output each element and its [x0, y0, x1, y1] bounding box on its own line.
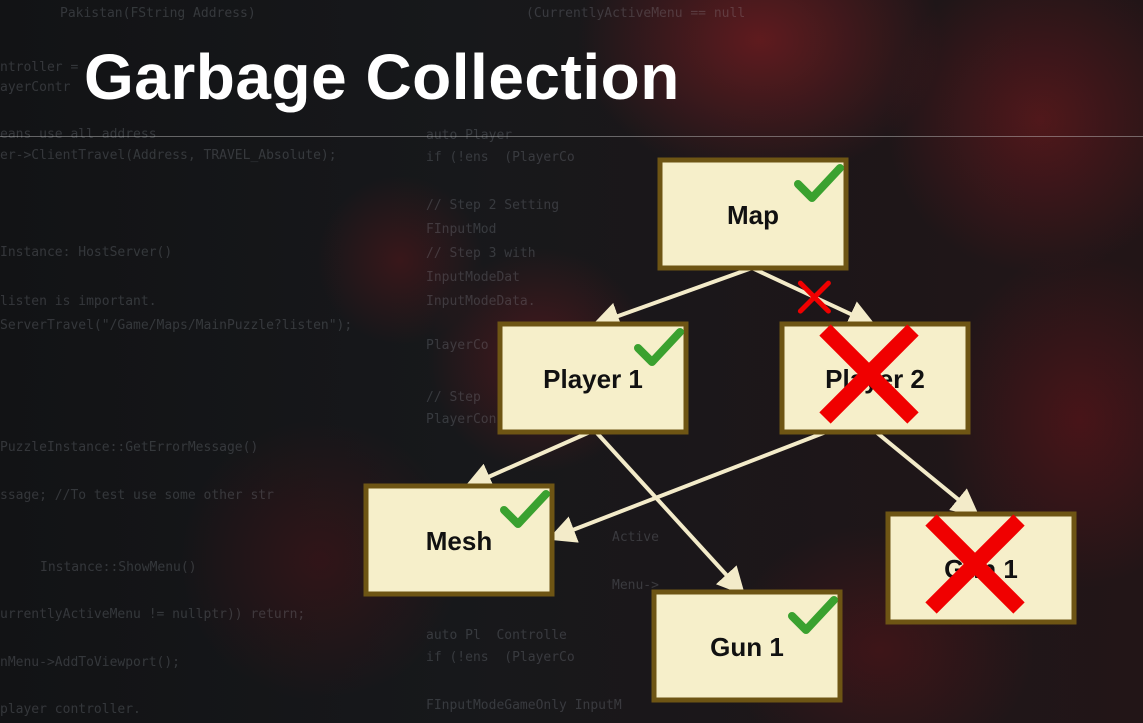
background-code-line: ServerTravel("/Game/Maps/MainPuzzle?list… — [0, 318, 353, 333]
background-code-line: Pakistan(FString Address) — [60, 6, 256, 21]
background-code-line: if (!ens (PlayerCo — [426, 150, 575, 165]
removed-reference-cross-icon — [797, 280, 831, 314]
background-code-line: nMenu->AddToViewport(); — [0, 655, 181, 670]
background-code-line: er->ClientTravel(Address, TRAVEL_Absolut… — [0, 148, 337, 163]
background-code-line: ssage; //To test use some other str — [0, 488, 274, 503]
node-box — [363, 483, 555, 597]
node-gun1_p1: Gun 1 — [651, 589, 843, 703]
reachable-check-icon — [788, 596, 838, 634]
background-code-line: Instance::ShowMenu() — [40, 560, 197, 575]
background-code-line: FInputModeGameOnly InputM — [426, 698, 622, 713]
reachable-check-icon — [500, 490, 550, 528]
background-code-line: // Step 2 Setting — [426, 198, 560, 213]
background-code-line: auto Pl Controlle — [426, 628, 567, 643]
background-code-line: auto Player — [426, 128, 513, 143]
background-code-line: ntroller = — [0, 60, 79, 75]
node-label: Player 1 — [543, 364, 643, 394]
edge-player1-to-gun1_p1 — [594, 430, 746, 596]
node-mesh: Mesh — [363, 483, 555, 597]
background-code-line: PuzzleInstance::GetErrorMessage() — [0, 440, 259, 455]
background-code-line: // Step — [426, 390, 481, 405]
edge-player2-to-mesh — [547, 430, 827, 543]
edge-player2-to-gun1_p2 — [874, 430, 980, 517]
slide-title: Garbage Collection — [84, 41, 680, 113]
background-code-line: player controller. — [0, 702, 141, 717]
background-code-line: FInputMod — [426, 222, 497, 237]
collected-cross-icon — [925, 514, 1025, 614]
background-code-line: PlayerCo — [426, 338, 489, 353]
edge-map-to-player1 — [591, 266, 753, 330]
background-code-line: Instance: HostServer() — [0, 245, 173, 260]
node-box — [657, 157, 849, 271]
background-code-line: listen is important. — [0, 294, 157, 309]
background-code-line: // Step 3 with — [426, 246, 536, 261]
node-player1: Player 1 — [497, 321, 689, 435]
node-label: Gun 1 — [710, 632, 784, 662]
background-code-line: urrentlyActiveMenu != nullptr)) return; — [0, 607, 306, 622]
node-label: Mesh — [426, 526, 492, 556]
node-map: Map — [657, 157, 849, 271]
background-code-line: (CurrentlyActiveMenu == null — [526, 6, 746, 21]
background-code-line: InputModeDat — [426, 270, 520, 285]
edge-player1-to-mesh — [463, 430, 591, 490]
background-code-line: PlayerCon — [426, 412, 497, 427]
reachable-check-icon — [794, 164, 844, 202]
background-code-line: if (!ens (PlayerCo — [426, 650, 575, 665]
background-code-line: Active — [612, 530, 659, 545]
node-box — [651, 589, 843, 703]
background-code-line: ayerContr — [0, 80, 71, 95]
collected-cross-icon — [819, 324, 919, 424]
background-code-line: eans use all address — [0, 127, 157, 142]
node-label: Map — [727, 200, 779, 230]
background-code-line: InputModeData. — [426, 294, 536, 309]
node-box — [497, 321, 689, 435]
background-code-line: Menu-> — [612, 578, 659, 593]
reachable-check-icon — [634, 328, 684, 366]
title-divider — [0, 136, 1143, 137]
